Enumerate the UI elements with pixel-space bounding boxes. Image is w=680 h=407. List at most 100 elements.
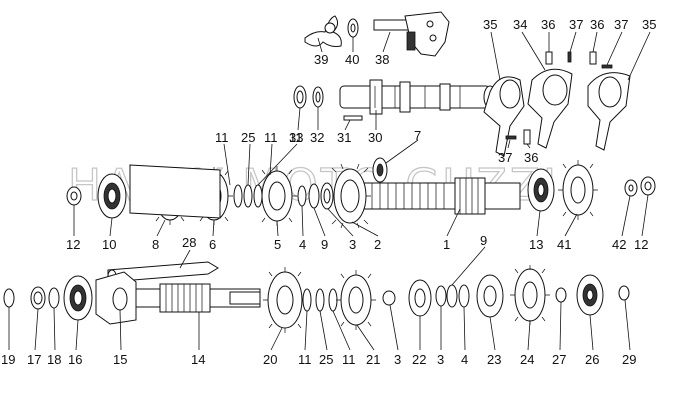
layshaft-14 (129, 283, 261, 313)
callout-11-d: 11 (298, 352, 312, 367)
callout-1: 1 (443, 237, 450, 252)
callout-11-c: 11 (289, 130, 303, 145)
callout-39: 39 (314, 52, 328, 67)
callout-28: 28 (182, 235, 196, 250)
callout-37-b: 37 (614, 17, 628, 32)
callout-9-a: 9 (321, 237, 328, 252)
callout-34: 34 (513, 17, 527, 32)
circlip-19 (3, 288, 15, 308)
callout-25-a: 25 (241, 130, 255, 145)
washer-33 (293, 85, 307, 109)
cover-plate (129, 164, 221, 219)
gear-41 (558, 160, 598, 220)
callout-4-a: 4 (299, 237, 306, 252)
washers-11-25-middle (233, 184, 263, 208)
callout-32: 32 (310, 130, 324, 145)
callout-8: 8 (152, 237, 159, 252)
callout-36-c: 36 (524, 150, 538, 165)
callout-30: 30 (368, 130, 382, 145)
callout-17: 17 (27, 352, 41, 367)
gear-24 (510, 265, 550, 325)
ring-3-bottom-right (435, 285, 447, 307)
callout-35-b: 35 (642, 17, 656, 32)
callout-22: 22 (412, 352, 426, 367)
spring-39 (304, 15, 342, 47)
leader-lines (8, 31, 651, 351)
pin-31 (343, 115, 363, 121)
washer-32 (312, 86, 324, 108)
callout-37-c: 37 (498, 150, 512, 165)
ring-17 (30, 286, 46, 310)
nut-12-right (640, 176, 656, 196)
callout-26: 26 (585, 352, 599, 367)
callout-23: 23 (487, 352, 501, 367)
bearing-26 (576, 274, 604, 316)
callout-19: 19 (1, 352, 15, 367)
nut-29 (618, 285, 630, 301)
callout-5: 5 (274, 237, 281, 252)
callout-11-b: 11 (264, 130, 278, 145)
callout-4-b: 4 (461, 352, 468, 367)
callout-21: 21 (366, 352, 380, 367)
callout-29: 29 (622, 352, 636, 367)
nut-12-left (66, 186, 82, 206)
callout-7: 7 (414, 128, 421, 143)
bearing-16 (63, 275, 93, 321)
callout-36-b: 36 (590, 17, 604, 32)
bearing-10 (97, 173, 127, 219)
callout-15: 15 (113, 352, 127, 367)
callout-42: 42 (612, 237, 626, 252)
washer-27 (555, 287, 567, 303)
washer-4-middle (297, 185, 307, 207)
washer-4-bottom (458, 284, 470, 308)
bearing-13 (527, 168, 555, 212)
callout-12-a: 12 (66, 237, 80, 252)
callout-9-b: 9 (480, 233, 487, 248)
callout-33: 33 (289, 130, 303, 145)
gear-22 (408, 279, 432, 317)
selector-fork-35-right (587, 72, 631, 151)
washer-9-bottom (446, 284, 458, 308)
callout-3-c: 3 (437, 352, 444, 367)
ring-3-middle (320, 182, 334, 210)
callout-36-a: 36 (541, 17, 555, 32)
ring-3-bottom-left (382, 290, 396, 306)
washers-11-25-bottom (302, 288, 338, 312)
callout-38: 38 (375, 52, 389, 67)
callout-20: 20 (263, 352, 277, 367)
gear-20 (263, 267, 307, 333)
washer-42 (624, 179, 638, 197)
callout-13: 13 (529, 237, 543, 252)
gear-23 (476, 274, 504, 318)
callout-10: 10 (102, 237, 116, 252)
gear-21 (336, 270, 376, 330)
seal-18 (48, 287, 60, 309)
callout-40: 40 (345, 52, 359, 67)
callout-37-a: 37 (569, 17, 583, 32)
callout-6: 6 (209, 237, 216, 252)
washer-9-middle (308, 183, 320, 209)
selector-fork-35-left (483, 76, 525, 157)
callout-25-b: 25 (319, 352, 333, 367)
housing-plate-15 (95, 271, 137, 325)
callout-3-b: 3 (394, 352, 401, 367)
callout-14: 14 (191, 352, 205, 367)
callout-18: 18 (47, 352, 61, 367)
callout-24: 24 (520, 352, 534, 367)
callout-31: 31 (337, 130, 351, 145)
mainshaft-1 (359, 177, 521, 215)
callout-35-a: 35 (483, 17, 497, 32)
callout-27: 27 (552, 352, 566, 367)
gear-2 (329, 163, 371, 229)
selector-fork-34 (527, 68, 573, 149)
callout-41: 41 (557, 237, 571, 252)
selector-drum-30 (339, 79, 497, 115)
callout-12-b: 12 (634, 237, 648, 252)
bearing-7 (372, 157, 388, 183)
callout-2: 2 (374, 237, 381, 252)
callout-3-a: 3 (349, 237, 356, 252)
callout-11-a: 11 (215, 130, 229, 145)
callout-16: 16 (68, 352, 82, 367)
callout-11-e: 11 (342, 352, 356, 367)
